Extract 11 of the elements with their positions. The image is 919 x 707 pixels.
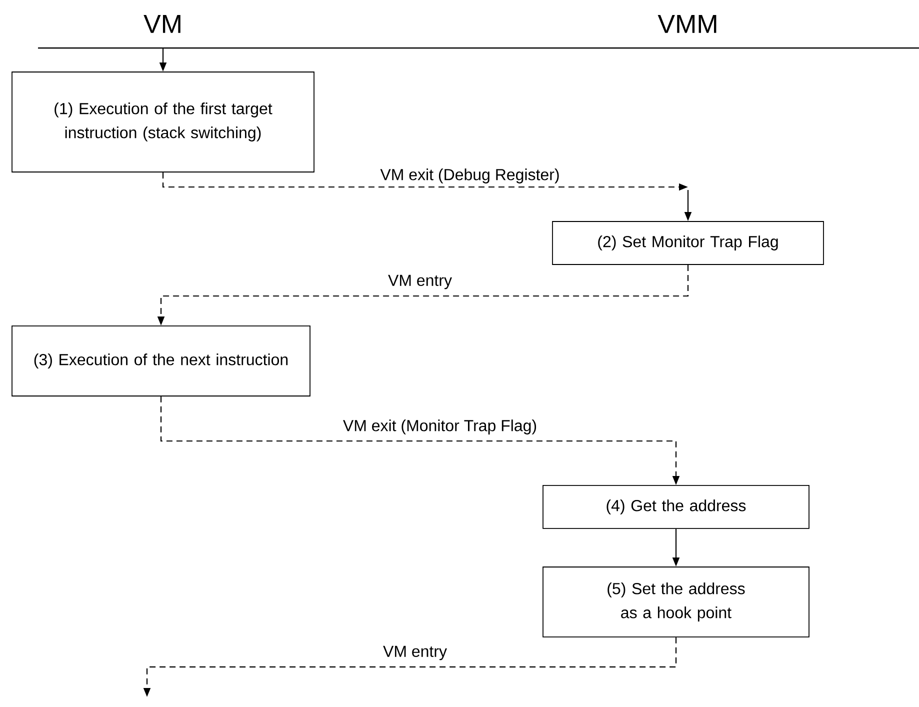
column-heading: VMM	[658, 15, 716, 33]
process-box: (3) Execution of the next instruction	[12, 326, 310, 396]
process-box: (2) Set Monitor Trap Flag	[552, 221, 824, 265]
edge-label: VM entry	[382, 644, 448, 662]
process-box: (1) Execution of the first target instruction (stack switching)	[12, 72, 314, 172]
column-heading: VM	[144, 15, 180, 33]
process-box: (4) Get the address	[542, 485, 810, 529]
process-box: (5) Set the address as a hook point	[542, 566, 810, 638]
edge-label: VM exit (Monitor Trap Flag)	[342, 418, 538, 436]
edge-label: VM entry	[387, 274, 453, 290]
edge-label: VM exit (Debug Register)	[379, 168, 561, 184]
